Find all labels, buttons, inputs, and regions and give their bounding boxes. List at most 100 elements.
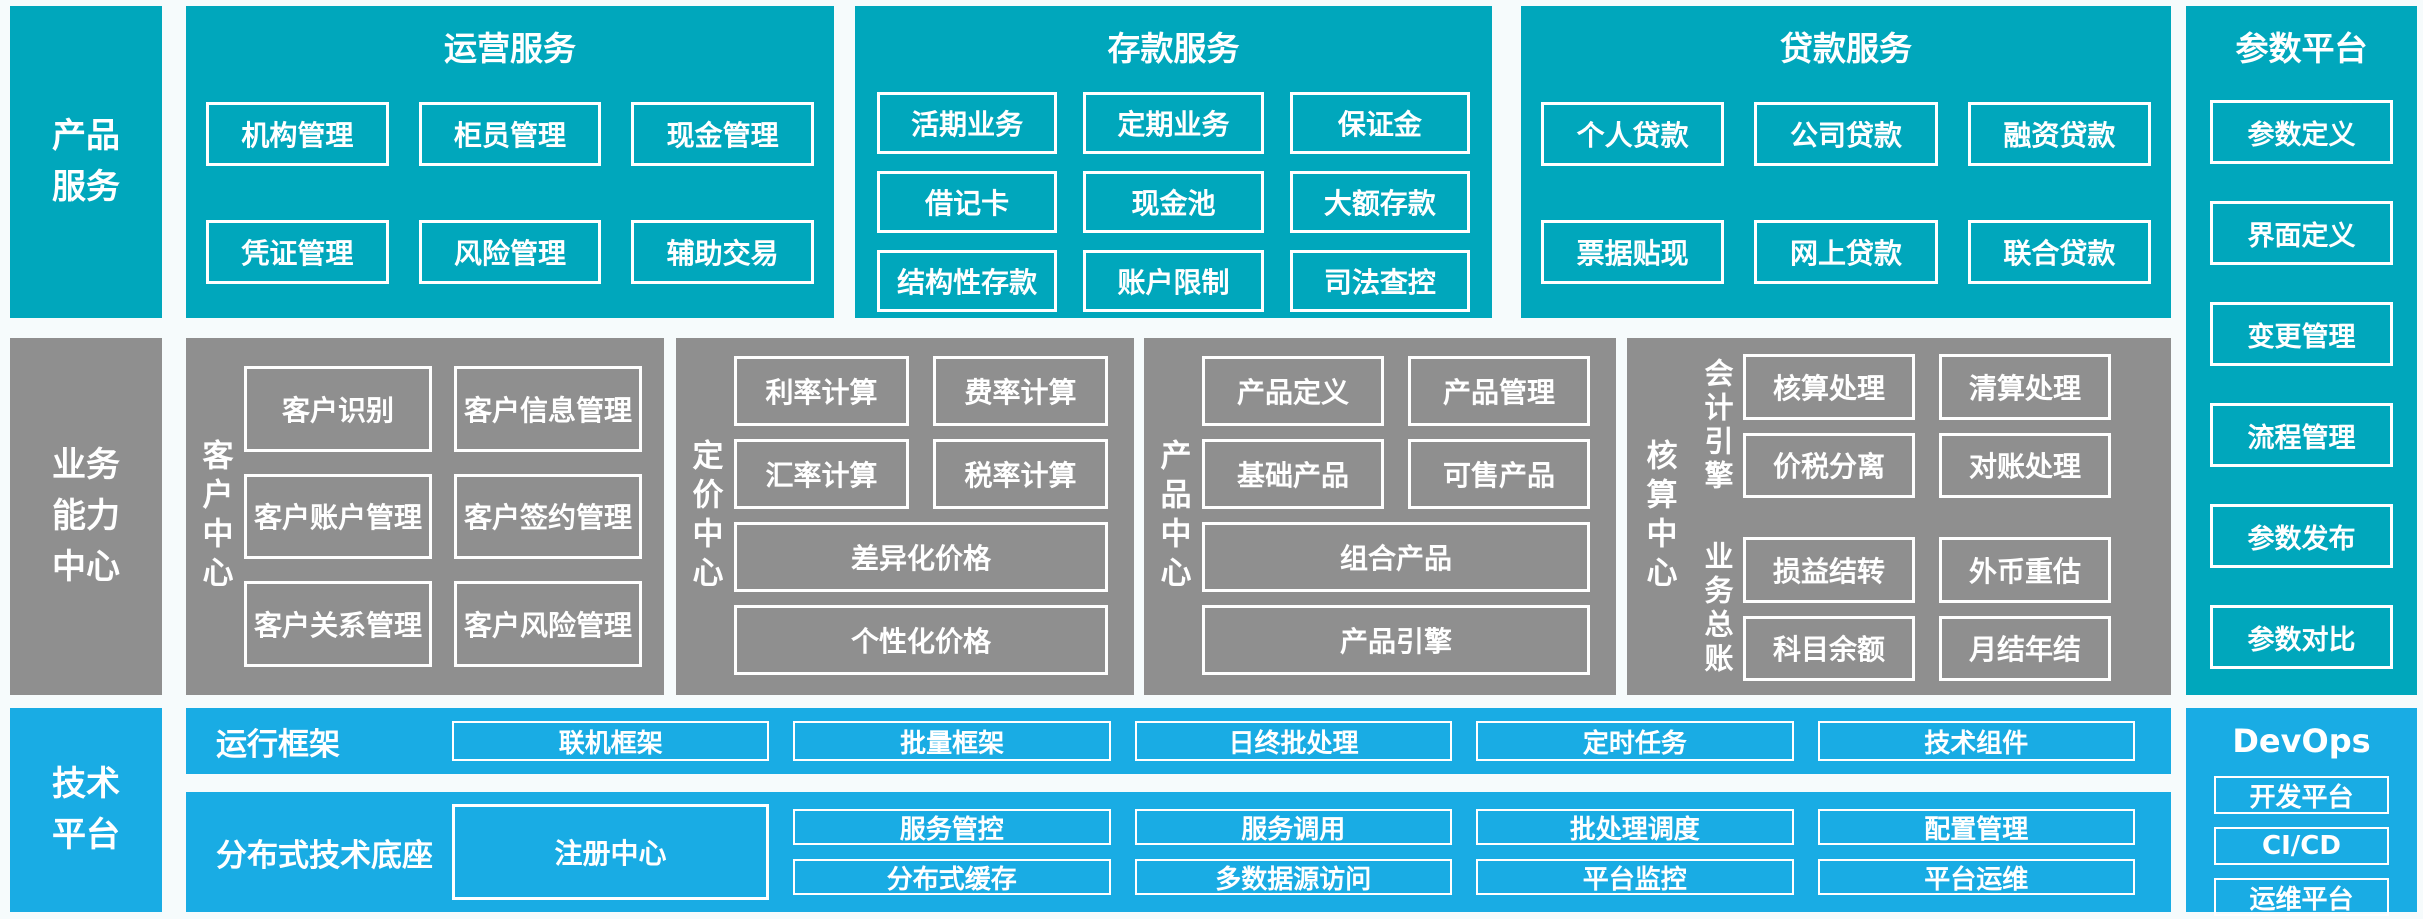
section-parameter-platform: 参数平台 参数定义 界面定义 变更管理 流程管理 参数发布 参数对比 (2186, 6, 2417, 695)
box-syndicated-loan: 联合贷款 (1967, 220, 2151, 284)
box-scheduled-task: 定时任务 (1476, 721, 1794, 761)
section-devops: DevOps 开发平台 CI/CD 运维平台 (2186, 708, 2417, 916)
box-param-definition: 参数定义 (2210, 100, 2393, 164)
box-time-deposit: 定期业务 (1083, 92, 1264, 154)
box-change-management: 变更管理 (2210, 302, 2393, 366)
business-ledger-group: 业务总账 损益结转 外币重估 科目余额 月结年结 (1691, 537, 2171, 681)
accounting-engine-grid: 核算处理 清算处理 价税分离 对账处理 (1743, 354, 2111, 498)
product-center-grid: 产品定义 产品管理 基础产品 可售产品 组合产品 产品引擎 (1202, 356, 1590, 675)
devops-title: DevOps (2232, 722, 2371, 760)
operation-services-title: 运营服务 (444, 29, 576, 68)
box-margin-deposit: 保证金 (1289, 92, 1470, 154)
box-online-framework: 联机框架 (452, 721, 770, 761)
box-accounting-processing: 核算处理 (1743, 354, 1915, 420)
box-platform-monitoring: 平台监控 (1476, 859, 1794, 895)
box-product-management: 产品管理 (1408, 356, 1590, 426)
distributed-tech-grid: 服务管控 服务调用 批处理调度 配置管理 分布式缓存 多数据源访问 平台监控 平… (793, 809, 2135, 895)
deposit-services-title: 存款服务 (1107, 29, 1240, 68)
box-batch-framework: 批量框架 (793, 721, 1111, 761)
business-ledger-grid: 损益结转 外币重估 科目余额 月结年结 (1743, 537, 2111, 681)
box-customer-risk-management: 客户风险管理 (454, 581, 642, 667)
distributed-tech-base-label: 分布式技术底座 (216, 837, 433, 874)
box-subject-balance: 科目余额 (1743, 615, 1915, 681)
pricing-center-label: 定价中心 (686, 438, 723, 595)
product-center-label: 产品中心 (1154, 438, 1191, 595)
section-deposit-services: 存款服务 活期业务 定期业务 保证金 借记卡 现金池 大额存款 结构性存款 账户… (855, 6, 1492, 318)
box-profit-loss-carryover: 损益结转 (1743, 537, 1915, 603)
row-label-tech-platform: 技术 平台 (10, 708, 162, 912)
accounting-engine-group: 会计引擎 核算处理 清算处理 价税分离 对账处理 (1691, 354, 2171, 498)
customer-center-label: 客户中心 (196, 438, 233, 595)
box-cash-management: 现金管理 (631, 102, 814, 166)
box-differentiated-pricing: 差异化价格 (734, 522, 1108, 592)
box-service-governance: 服务管控 (793, 809, 1111, 845)
box-price-tax-separation: 价税分离 (1743, 432, 1915, 498)
box-risk-management: 风险管理 (418, 220, 602, 284)
box-tech-component: 技术组件 (1817, 721, 2135, 761)
section-accounting-center: 核算中心 会计引擎 核算处理 清算处理 价税分离 对账处理 业务总账 损益结转 … (1627, 338, 2171, 695)
box-distributed-cache: 分布式缓存 (793, 859, 1111, 895)
row-label-product-services: 产品 服务 (10, 6, 162, 318)
box-cash-pool: 现金池 (1083, 171, 1264, 233)
box-param-release: 参数发布 (2210, 504, 2393, 568)
box-product-engine: 产品引擎 (1202, 605, 1590, 675)
box-ui-definition: 界面定义 (2210, 201, 2393, 265)
box-registry-center: 注册中心 (452, 804, 769, 900)
box-param-compare: 参数对比 (2210, 605, 2393, 669)
runtime-framework-grid: 联机框架 批量框架 日终批处理 定时任务 技术组件 (452, 721, 2135, 761)
box-corporate-loan: 公司贷款 (1754, 102, 1938, 166)
section-pricing-center: 定价中心 利率计算 费率计算 汇率计算 税率计算 差异化价格 个性化价格 (676, 338, 1134, 695)
section-runtime-framework: 运行框架 联机框架 批量框架 日终批处理 定时任务 技术组件 (186, 708, 2171, 774)
box-debit-card: 借记卡 (877, 171, 1058, 233)
section-operation-services: 运营服务 机构管理 柜员管理 现金管理 凭证管理 风险管理 辅助交易 (186, 6, 834, 318)
box-sellable-product: 可售产品 (1408, 439, 1590, 509)
box-service-invocation: 服务调用 (1134, 809, 1452, 845)
box-personal-loan: 个人贷款 (1541, 102, 1725, 166)
section-distributed-tech-base: 分布式技术底座 注册中心 服务管控 服务调用 批处理调度 配置管理 分布式缓存 … (186, 792, 2171, 912)
accounting-center-label: 核算中心 (1640, 438, 1677, 595)
parameter-platform-list: 参数定义 界面定义 变更管理 流程管理 参数发布 参数对比 (2210, 100, 2393, 669)
box-personalized-pricing: 个性化价格 (734, 605, 1108, 675)
deposit-services-grid: 活期业务 定期业务 保证金 借记卡 现金池 大额存款 结构性存款 账户限制 司法… (877, 92, 1470, 312)
box-institution-management: 机构管理 (206, 102, 389, 166)
box-structured-deposit: 结构性存款 (877, 250, 1058, 312)
accounting-engine-label: 会计引擎 (1700, 358, 1734, 494)
box-customer-account-management: 客户账户管理 (244, 473, 432, 560)
box-clearing-processing: 清算处理 (1939, 354, 2111, 420)
row-label-business-capability-center: 业务 能力 中心 (10, 338, 162, 695)
box-batch-scheduling: 批处理调度 (1476, 809, 1794, 845)
accounting-center-content: 会计引擎 核算处理 清算处理 价税分离 对账处理 业务总账 损益结转 外币重估 … (1691, 338, 2171, 695)
box-teller-management: 柜员管理 (418, 102, 602, 166)
box-auxiliary-transaction: 辅助交易 (631, 220, 814, 284)
box-reconciliation-processing: 对账处理 (1939, 432, 2111, 498)
box-voucher-management: 凭证管理 (206, 220, 389, 284)
box-large-deposit: 大额存款 (1289, 171, 1470, 233)
box-customer-contract-management: 客户签约管理 (454, 473, 642, 560)
box-customer-info-management: 客户信息管理 (454, 366, 642, 452)
runtime-framework-label: 运行框架 (216, 726, 340, 763)
loan-services-grid: 个人贷款 公司贷款 融资贷款 票据贴现 网上贷款 联合贷款 (1541, 102, 2151, 284)
box-foreign-currency-revaluation: 外币重估 (1939, 537, 2111, 603)
box-process-management: 流程管理 (2210, 403, 2393, 467)
box-account-restriction: 账户限制 (1083, 250, 1264, 312)
section-product-center: 产品中心 产品定义 产品管理 基础产品 可售产品 组合产品 产品引擎 (1144, 338, 1616, 695)
box-ops-platform: 运维平台 (2214, 878, 2389, 916)
box-combined-product: 组合产品 (1202, 522, 1590, 592)
box-tax-rate-calc: 税率计算 (933, 439, 1108, 509)
box-judicial-control: 司法查控 (1289, 250, 1470, 312)
box-product-definition: 产品定义 (1202, 356, 1384, 426)
box-fee-rate-calc: 费率计算 (933, 356, 1108, 426)
box-exchange-rate-calc: 汇率计算 (734, 439, 909, 509)
box-online-loan: 网上贷款 (1754, 220, 1938, 284)
box-customer-identification: 客户识别 (244, 366, 432, 452)
box-multi-datasource-access: 多数据源访问 (1134, 859, 1452, 895)
box-financing-loan: 融资贷款 (1967, 102, 2151, 166)
operation-services-grid: 机构管理 柜员管理 现金管理 凭证管理 风险管理 辅助交易 (206, 102, 814, 284)
parameter-platform-title: 参数平台 (2235, 29, 2368, 68)
box-customer-relation-management: 客户关系管理 (244, 581, 432, 667)
box-month-year-end: 月结年结 (1939, 615, 2111, 681)
box-demand-deposit: 活期业务 (877, 92, 1058, 154)
section-loan-services: 贷款服务 个人贷款 公司贷款 融资贷款 票据贴现 网上贷款 联合贷款 (1521, 6, 2171, 318)
box-eod-batch-processing: 日终批处理 (1134, 721, 1453, 761)
